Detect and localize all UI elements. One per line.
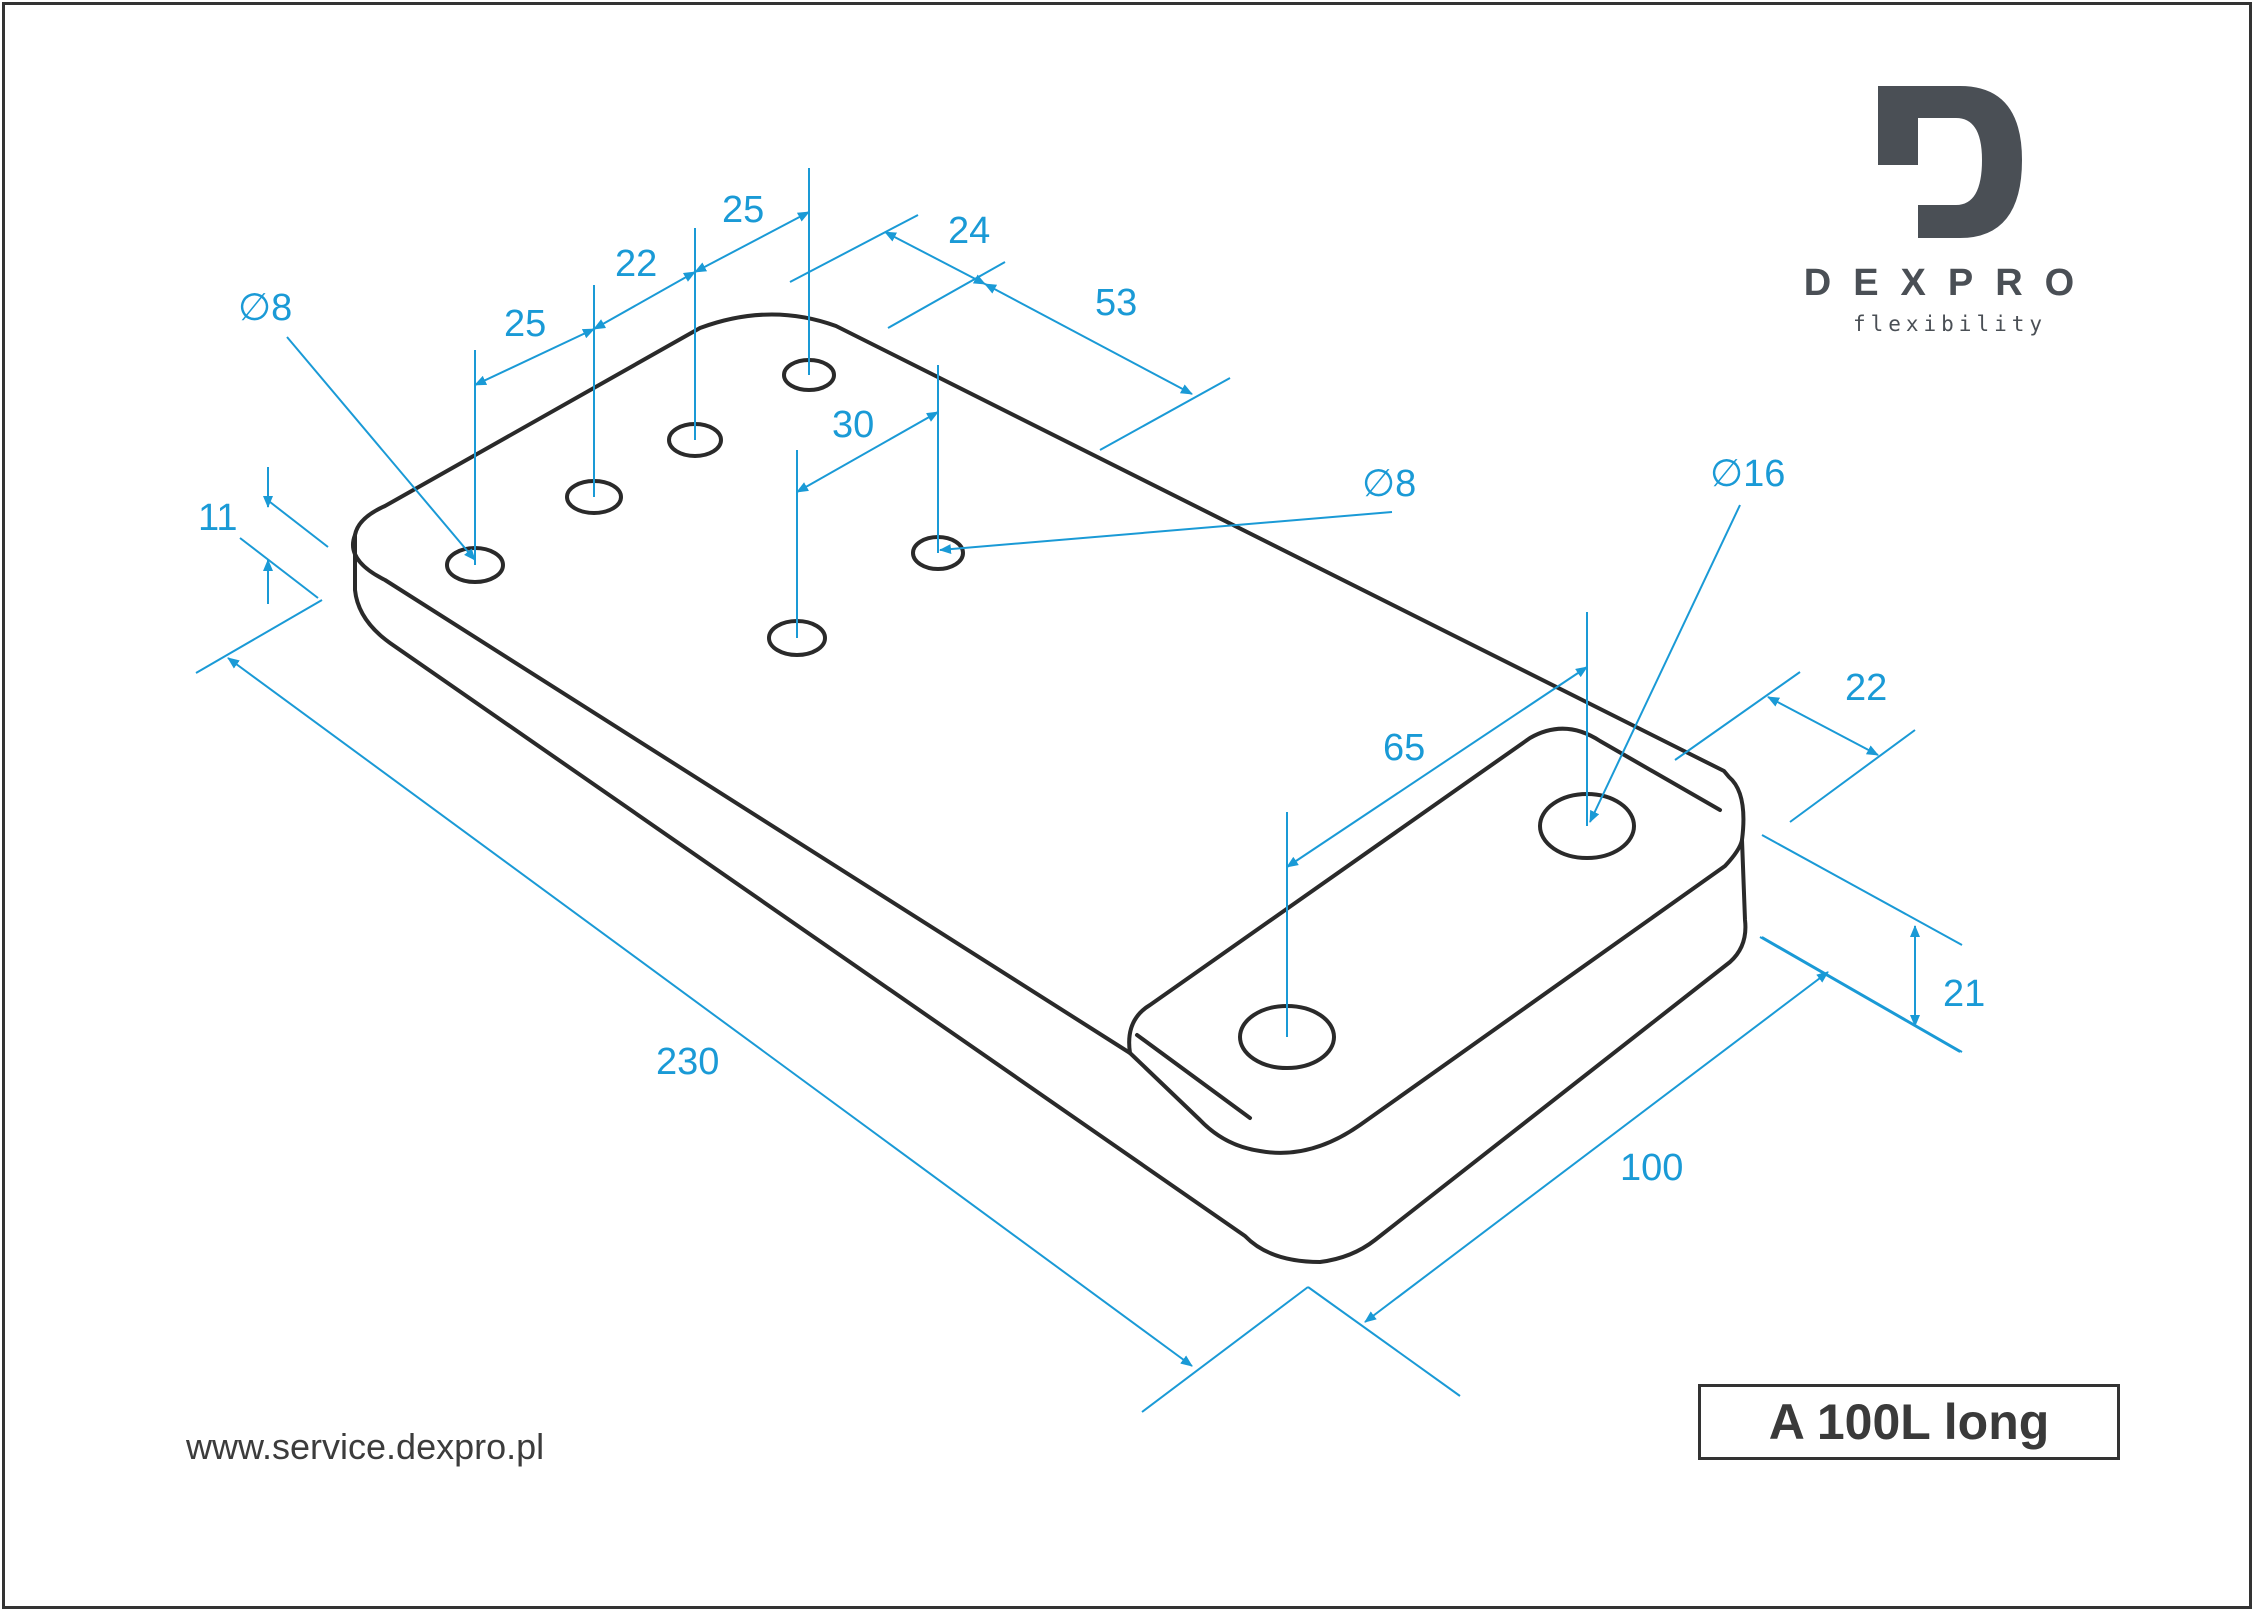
dim-plate-thickness: 11 <box>198 497 237 539</box>
brand-tagline: flexibility <box>1852 312 2048 336</box>
dim-length: 230 <box>656 1041 719 1083</box>
dim-step-hole-spacing: 65 <box>1383 727 1425 769</box>
website-link[interactable]: www.service.dexpro.pl <box>186 1426 545 1467</box>
dim-step-height: 21 <box>1943 973 1985 1015</box>
dim-step-hole-edge: 22 <box>1845 667 1887 709</box>
brand-name: DEXPRO <box>1803 262 2097 304</box>
dim-spacing-3: 25 <box>722 189 764 231</box>
dim-hole-diameter-left: ∅8 <box>238 287 292 329</box>
dim-width: 100 <box>1620 1147 1683 1189</box>
raised-step <box>1127 726 1722 1055</box>
dimension-lines <box>195 168 1963 1413</box>
dim-hole-offset: 24 <box>948 210 990 252</box>
dim-row-spacing: 30 <box>832 404 874 446</box>
part-outline <box>351 312 1748 1264</box>
left-side <box>353 533 1748 1264</box>
dim-hole-diameter-mid: ∅8 <box>1362 463 1416 505</box>
model-label-box: A 100L long <box>1698 1384 2120 1460</box>
dim-hole-to-edge: 53 <box>1095 282 1137 324</box>
dim-spacing-1: 25 <box>504 303 546 345</box>
model-name: A 100L long <box>1768 1394 2050 1450</box>
dexpro-logo-icon <box>1878 86 2022 238</box>
dim-hole-diameter-large: ∅16 <box>1710 453 1785 495</box>
dim-spacing-2: 22 <box>615 243 657 285</box>
